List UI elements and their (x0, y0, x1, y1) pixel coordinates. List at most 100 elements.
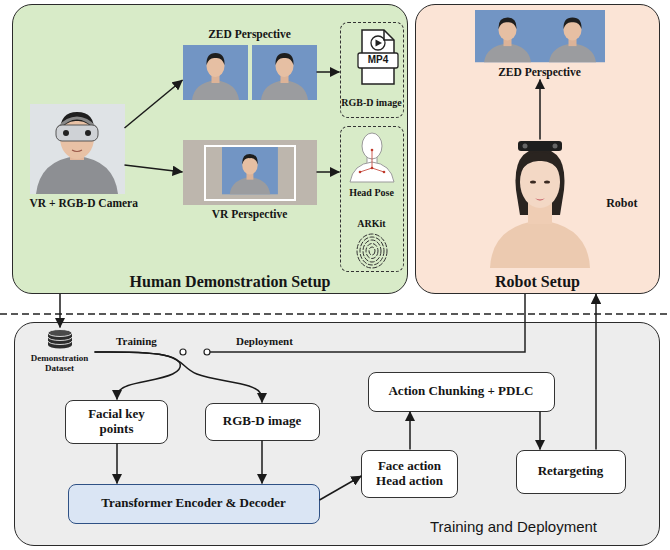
robot-bust-art (553, 144, 558, 149)
vr-photo-art (183, 140, 317, 205)
zed-photo-art (183, 45, 248, 100)
head-pose-figure (350, 133, 394, 182)
video-file-icon (384, 30, 394, 40)
flow-arrow (116, 444, 118, 484)
operator-photo-art (70, 146, 84, 160)
process-box: RGB-D image (205, 403, 320, 441)
robot-zed-photo-art (475, 10, 540, 62)
database-icon (48, 330, 72, 337)
box-label: Retargeting (538, 464, 604, 479)
video-file-icon (371, 36, 385, 50)
process-box: Facial key points (65, 400, 167, 444)
panel-title: Training and Deployment (430, 518, 597, 535)
photo-caption: ZED Perspective (208, 28, 291, 41)
store-label: RGB-D image (341, 97, 401, 109)
head-pose-figure (350, 162, 394, 182)
switch-label: Deployment (236, 335, 316, 348)
robot-bust-art (520, 156, 560, 208)
robot-bust-art (544, 180, 550, 183)
operator-photo-art (63, 130, 69, 136)
flow-arrow (320, 476, 362, 500)
zed-view: ZED Perspective (183, 28, 317, 100)
label-anchor: Deployment (236, 335, 316, 348)
store-label: Head Pose (349, 187, 394, 199)
vr-photo-art (183, 140, 317, 205)
photo-caption: VR + RGB-D Camera (30, 197, 138, 210)
head-pose-figure (371, 167, 374, 170)
mode-switch (210, 294, 525, 352)
database-icon (48, 333, 72, 349)
flow-arrow (125, 80, 183, 128)
vr-view: VR Perspective (183, 140, 317, 222)
setup-panel: Human Demonstration Setup VR + RGB-D Came… (12, 4, 408, 294)
flow-arrow (409, 412, 411, 450)
head-pose-figure (360, 150, 384, 172)
robot-panel: Robot SetupZED PerspectiveRobot (415, 4, 660, 294)
switch-label: Training (116, 335, 176, 348)
flow-arrow (95, 352, 263, 403)
flow-arrow (59, 294, 61, 328)
flow-arrow (95, 352, 181, 400)
panel-title: Human Demonstration Setup (130, 273, 331, 291)
box-label: Transformer Encoder & Decoder (101, 496, 285, 511)
operator-photo-art (58, 118, 96, 128)
box-label: Action Chunking + PDLC (388, 384, 533, 399)
label-anchor: Training (116, 335, 176, 348)
zed-photo-art (252, 45, 317, 100)
vr-photo-art (222, 147, 278, 194)
model-box: Transformer Encoder & Decoder (68, 484, 320, 524)
operator-photo: VR + RGB-D Camera (30, 104, 125, 194)
robot-bust-art (528, 198, 552, 224)
robot-photo: Robot (490, 140, 590, 268)
face-mesh-fingerprint (363, 240, 381, 262)
database-icon (48, 330, 72, 349)
robot-zed-photo-art (475, 10, 605, 62)
process-box: Retargeting (516, 450, 626, 494)
mode-switch (180, 294, 525, 355)
head-pose-figure (362, 133, 382, 159)
robot-bust-art (535, 198, 545, 201)
icon-text: MP4 (358, 54, 398, 66)
database-icon (48, 337, 72, 345)
store-label: ARKit (357, 218, 385, 230)
photo-caption: Robot (606, 197, 637, 211)
operator-photo-art (60, 112, 94, 132)
mode-switch (180, 349, 186, 355)
photo-caption: ZED Perspective (498, 66, 581, 79)
robot-zed-photo-art (540, 10, 605, 62)
video-file-icon (376, 40, 383, 47)
flow-arrow (125, 165, 183, 172)
box-label: Face action Head action (368, 459, 450, 489)
mode-switch (204, 349, 210, 355)
video-file-icon (358, 53, 398, 68)
label-anchor: MP4 (358, 54, 398, 66)
pipeline-panel: Training and Deployment Demonstration Dat… (14, 322, 660, 546)
robot-bust-art (530, 180, 536, 183)
flow-arrow (539, 412, 541, 450)
video-store: RGB-D image (340, 22, 404, 118)
process-box: Action Chunking + PDLC (368, 372, 555, 412)
head-pose-figure (371, 149, 374, 152)
operator-photo-art (60, 117, 94, 159)
head-pose-figure (359, 171, 362, 174)
face-mesh-fingerprint (357, 234, 387, 268)
zed-photo-art (183, 45, 317, 100)
box-label: Facial key points (80, 407, 152, 437)
flow-arrow (317, 71, 340, 73)
face-mesh-fingerprint (369, 247, 375, 255)
robot-zed-view: ZED Perspective (473, 8, 607, 80)
operator-photo-art (36, 156, 118, 194)
operator-photo-art (30, 104, 125, 194)
robot-bust-art (516, 148, 565, 215)
dataset-caption: Demonstration Dataset (25, 353, 95, 374)
pose-store: Head PoseARKit (340, 126, 404, 272)
flow-arrow (539, 80, 541, 140)
head-pose-figure (383, 171, 386, 174)
robot-bust-art (518, 141, 562, 151)
face-mesh-fingerprint (360, 237, 384, 265)
face-mesh-fingerprint (366, 244, 378, 259)
robot-bust-art (490, 220, 590, 268)
operator-photo-art (85, 130, 91, 136)
